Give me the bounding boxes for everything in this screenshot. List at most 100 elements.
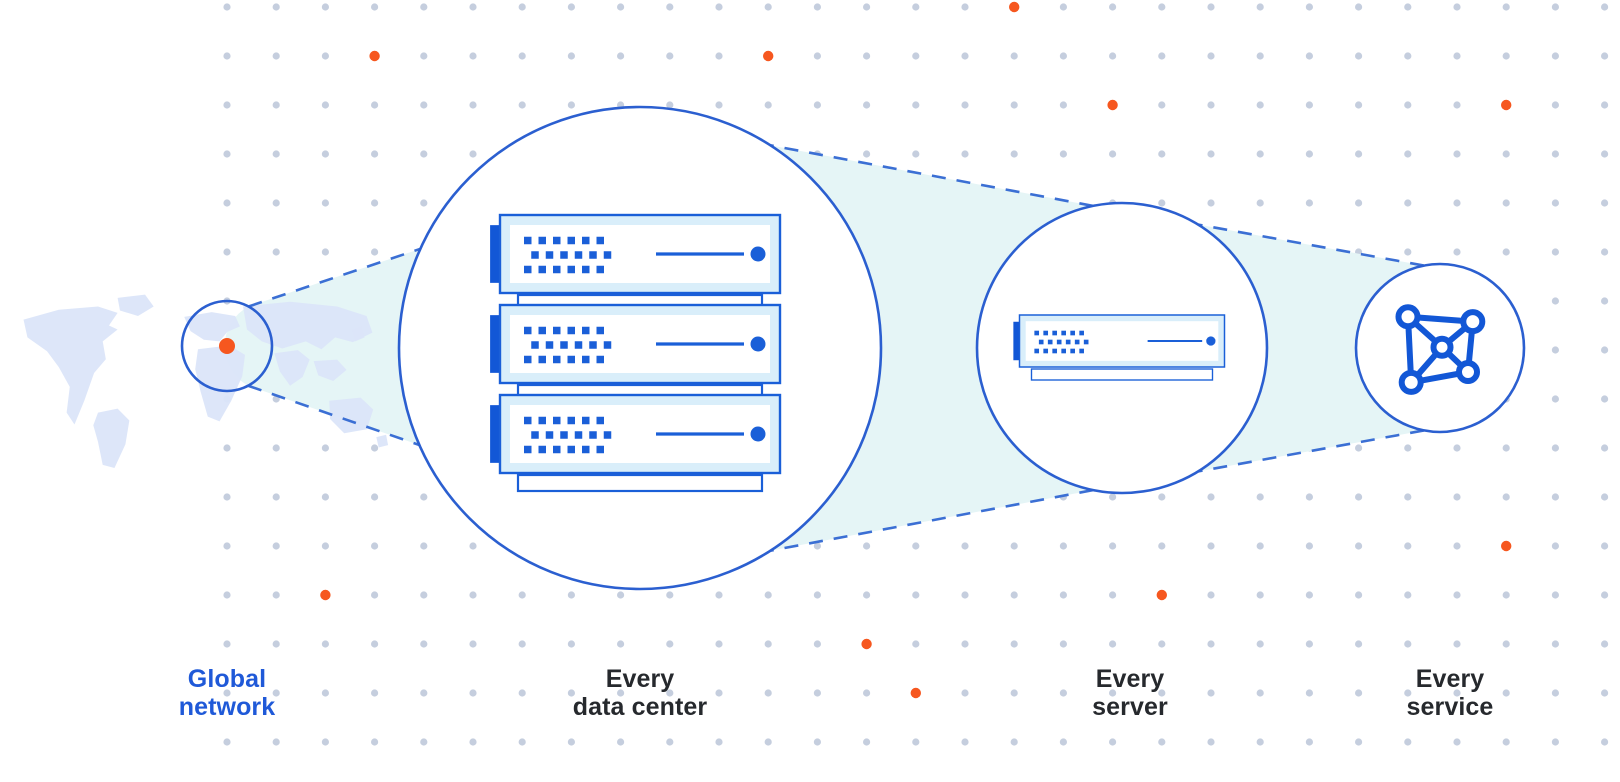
server-led <box>574 341 583 349</box>
grid-dot <box>1404 150 1412 158</box>
grid-dot <box>813 101 822 109</box>
grid-dot <box>223 738 231 746</box>
grid-dot <box>813 591 822 599</box>
server-led <box>524 265 532 274</box>
grid-dot <box>272 199 280 207</box>
grid-dot <box>1355 738 1363 746</box>
grid-dot <box>1453 444 1461 452</box>
server-led <box>1074 339 1080 345</box>
grid-dot <box>666 591 674 599</box>
grid-dot <box>1404 101 1412 109</box>
grid-dot <box>764 3 772 11</box>
grid-dot <box>223 150 231 158</box>
grid-dot <box>1404 738 1412 746</box>
grid-dot <box>1207 199 1215 207</box>
grid-dot <box>1355 3 1363 11</box>
grid-dot <box>1010 640 1018 648</box>
grid-dot <box>518 52 526 60</box>
grid-dot <box>321 3 329 11</box>
grid-dot <box>912 3 920 11</box>
server-led <box>553 445 561 454</box>
grid-dot <box>1158 199 1166 207</box>
grid-dot <box>223 101 231 109</box>
grid-dot <box>863 542 871 550</box>
grid-dot <box>420 150 428 158</box>
grid-dot <box>1355 493 1363 501</box>
funnel-dash-1-0 <box>591 110 1094 208</box>
grid-dot <box>1207 52 1215 60</box>
grid-dot <box>863 101 871 109</box>
grid-dot <box>567 689 576 697</box>
grid-dot <box>1453 591 1461 599</box>
accent-dot <box>910 687 921 699</box>
server-led <box>1061 330 1066 336</box>
grid-dot <box>1010 738 1018 746</box>
grid-dot <box>1502 640 1510 648</box>
grid-dot <box>567 591 576 599</box>
grid-dot <box>1551 248 1559 256</box>
mesh-node-br <box>1456 360 1480 384</box>
server-led <box>582 326 590 335</box>
server-led <box>531 251 539 259</box>
grid-dot <box>1109 640 1117 648</box>
grid-dot <box>1256 150 1264 158</box>
server-led <box>524 445 532 454</box>
grid-dot <box>223 199 231 207</box>
grid-dot <box>371 199 379 207</box>
grid-dot <box>715 640 723 648</box>
server-led <box>538 265 546 274</box>
grid-dot <box>1502 52 1510 60</box>
server-led <box>538 445 546 454</box>
server-led <box>560 341 568 349</box>
server-led <box>582 236 590 245</box>
server-led <box>538 236 546 245</box>
continent-shape-8 <box>329 397 374 434</box>
grid-dot <box>1502 248 1510 256</box>
grid-dot <box>1404 52 1412 60</box>
grid-dot <box>272 640 280 648</box>
grid-dot <box>1158 150 1166 158</box>
grid-dot <box>420 542 428 550</box>
grid-dot <box>420 689 428 697</box>
grid-dot <box>1207 493 1215 501</box>
grid-dot <box>1010 101 1018 109</box>
continent-shape-0 <box>23 306 118 425</box>
circle-global-network <box>180 299 274 393</box>
grid-dot <box>469 591 477 599</box>
server-unit-single <box>1013 314 1226 368</box>
grid-dot <box>617 3 625 11</box>
grid-dot <box>863 150 871 158</box>
server-led <box>596 416 604 425</box>
grid-dot <box>1158 689 1166 697</box>
server-led <box>553 355 561 364</box>
grid-dot <box>1502 444 1510 452</box>
grid-dot <box>1601 493 1609 501</box>
grid-dot <box>469 3 477 11</box>
grid-dot <box>1502 591 1510 599</box>
server-led <box>545 251 554 259</box>
grid-dot <box>1059 101 1067 109</box>
grid-dot <box>1453 3 1461 11</box>
grid-dot <box>1207 738 1215 746</box>
grid-dot <box>1355 52 1363 60</box>
server-led <box>1079 348 1084 354</box>
server-led <box>560 431 568 439</box>
grid-dot <box>1551 689 1559 697</box>
grid-dot <box>1551 199 1559 207</box>
server-unit-0 <box>490 213 782 295</box>
grid-dot <box>321 444 329 452</box>
server-led <box>574 251 583 259</box>
server-led <box>531 431 539 439</box>
continent-shape-7 <box>313 359 347 381</box>
continent-shape-1 <box>117 294 154 317</box>
grid-dot <box>272 52 280 60</box>
grid-dot <box>371 591 379 599</box>
server-led <box>574 431 583 439</box>
grid-dot <box>1551 297 1559 305</box>
grid-dot <box>1502 689 1510 697</box>
grid-dot <box>1207 591 1215 599</box>
grid-dot <box>1158 493 1166 501</box>
grid-dot <box>321 150 329 158</box>
accent-dot <box>1107 99 1118 111</box>
grid-dot <box>469 640 477 648</box>
